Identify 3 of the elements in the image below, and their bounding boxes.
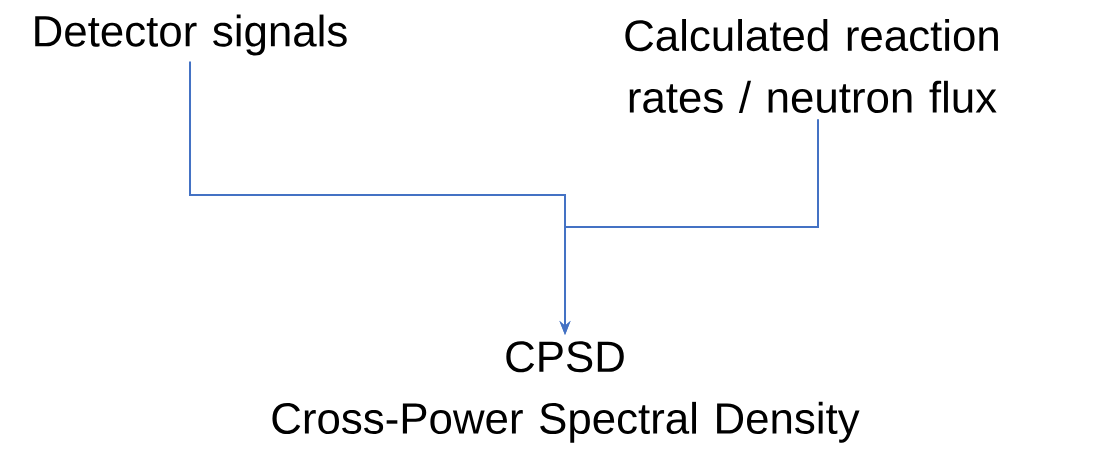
- node-text: Calculated reaction rates / neutron flux: [625, 19, 998, 113]
- node-text: CPSD Cross-Power Spectral Density: [272, 341, 860, 443]
- node-text: Detector signals: [35, 14, 347, 56]
